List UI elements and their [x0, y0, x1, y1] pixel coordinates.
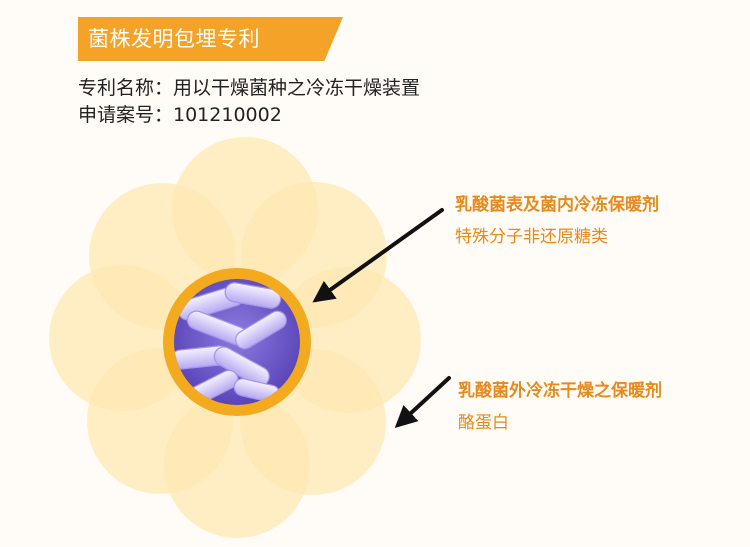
patent-name: 专利名称：用以干燥菌种之冷冻干燥装置 — [78, 77, 421, 99]
annotation-title: 乳酸菌外冷冻干燥之保暖剂 — [458, 381, 662, 401]
patent-number: 申请案号：101210002 — [78, 104, 282, 126]
annotation-title: 乳酸菌表及菌内冷冻保暖剂 — [455, 195, 659, 215]
header-banner — [78, 17, 343, 61]
arrow-icon — [312, 208, 444, 303]
bacteria-rod — [224, 282, 282, 309]
petal-group — [49, 137, 421, 538]
bacteria-rod — [235, 310, 287, 350]
annotation-subtitle: 特殊分子非还原糖类 — [455, 227, 608, 247]
bacteria-cluster-icon — [174, 282, 287, 405]
banner-title: 菌株发明包埋专利 — [88, 27, 260, 51]
arrow-icon — [394, 376, 451, 428]
annotation-subtitle: 酪蛋白 — [458, 413, 509, 433]
